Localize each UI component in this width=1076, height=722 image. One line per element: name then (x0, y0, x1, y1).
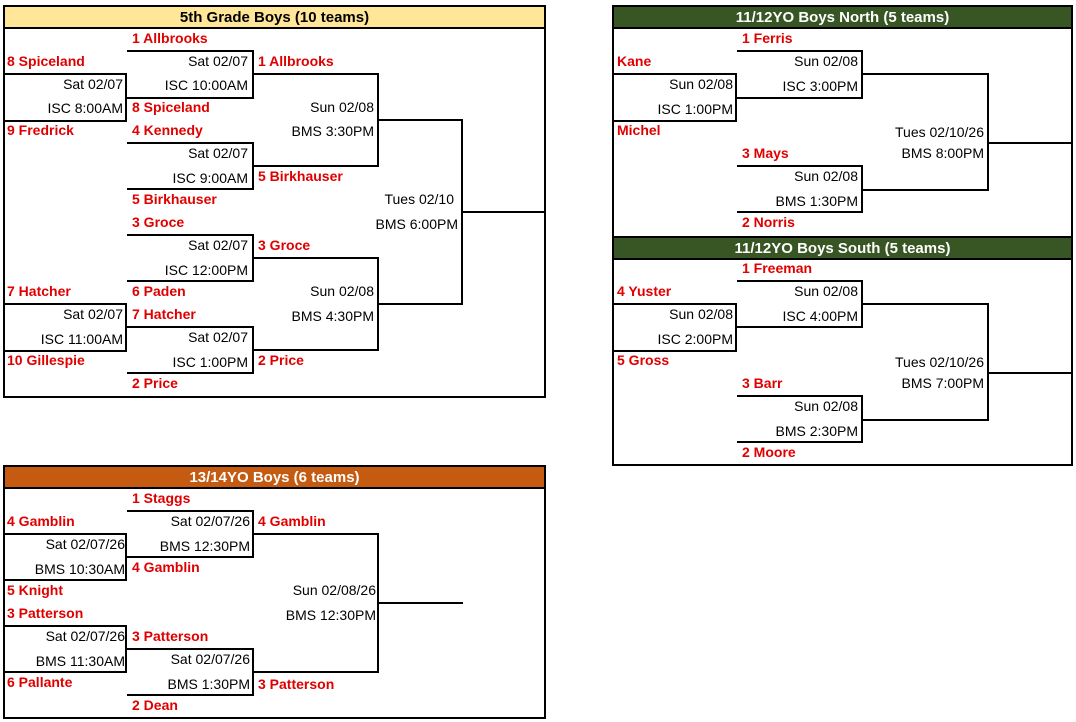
final-time: BMS 7:00PM (901, 375, 984, 391)
team-4-yuster: 4 Yuster (617, 283, 672, 299)
game-date: Sun 02/08 (794, 168, 858, 184)
game-time: BMS 1:30PM (167, 676, 250, 692)
final-time: BMS 6:00PM (375, 216, 458, 232)
winner-2-price: 2 Price (258, 352, 304, 368)
game-time: BMS 4:30PM (291, 308, 374, 324)
game-date: Sat 02/07 (63, 76, 123, 92)
team-6-paden: 6 Paden (132, 283, 186, 299)
game-time: ISC 11:00AM (40, 331, 123, 347)
game-time: BMS 11:30AM (35, 653, 125, 669)
game-time: BMS 10:30AM (34, 561, 125, 577)
final-time: BMS 12:30PM (285, 607, 376, 623)
team-4-gamblin: 4 Gamblin (7, 513, 75, 529)
game-time: ISC 3:00PM (782, 78, 858, 94)
bracket-13-14-boys: 13/14YO Boys (6 teams) (3, 465, 546, 719)
team-5-birkhauser: 5 Birkhauser (132, 191, 217, 207)
final-date: Tues 02/10/26 (895, 124, 984, 140)
bracket-title-north: 11/12YO Boys North (5 teams) (614, 7, 1071, 29)
winner-8-spiceland: 8 Spiceland (132, 99, 210, 115)
final-date: Tues 02/10/26 (895, 354, 984, 370)
game-date: Sat 02/07/26 (45, 536, 125, 552)
team-2-dean: 2 Dean (132, 697, 178, 713)
winner-3-groce: 3 Groce (258, 237, 311, 253)
game-time: ISC 1:00PM (657, 101, 733, 117)
game-date: Sun 02/08 (669, 76, 733, 92)
winner-1-allbrooks: 1 Allbrooks (258, 53, 334, 69)
game-time: ISC 12:00PM (164, 262, 248, 278)
game-time: ISC 10:00AM (164, 77, 248, 93)
game-date: Sat 02/07 (188, 329, 248, 345)
team-9-fredrick: 9 Fredrick (7, 122, 74, 138)
final-time: BMS 8:00PM (901, 145, 984, 161)
bracket-title: 13/14YO Boys (6 teams) (5, 467, 544, 489)
team-5-knight: 5 Knight (7, 582, 63, 598)
team-2-norris: 2 Norris (742, 214, 795, 230)
final-date: Sun 02/08/26 (292, 582, 376, 598)
team-kane: Kane (617, 53, 652, 69)
winner-7-hatcher: 7 Hatcher (132, 306, 196, 322)
winner-3-patterson: 3 Patterson (258, 676, 335, 692)
team-3-groce: 3 Groce (132, 214, 185, 230)
team-2-price: 2 Price (132, 375, 178, 391)
game-time: ISC 2:00PM (657, 331, 733, 347)
team-1-allbrooks: 1 Allbrooks (132, 30, 208, 46)
game-date: Sat 02/07/26 (170, 651, 250, 667)
bracket-title: 5th Grade Boys (10 teams) (5, 7, 544, 29)
game-date: Sun 02/08 (310, 99, 374, 115)
game-date: Sun 02/08 (310, 283, 374, 299)
game-time: BMS 3:30PM (291, 123, 374, 139)
game-date: Sun 02/08 (669, 306, 733, 322)
team-4-kennedy: 4 Kennedy (132, 122, 203, 138)
game-time: ISC 4:00PM (782, 308, 858, 324)
team-10-gillespie: 10 Gillespie (7, 352, 85, 368)
team-1-staggs: 1 Staggs (132, 490, 191, 506)
team-2-moore: 2 Moore (742, 444, 796, 460)
game-date: Sat 02/07 (188, 237, 248, 253)
team-3-patterson: 3 Patterson (7, 605, 84, 621)
game-time: ISC 9:00AM (172, 170, 248, 186)
team-michel: Michel (617, 122, 661, 138)
game-date: Sat 02/07/26 (45, 628, 125, 644)
game-time: BMS 2:30PM (775, 423, 858, 439)
winner-5-birkhauser: 5 Birkhauser (258, 168, 343, 184)
game-date: Sat 02/07 (188, 53, 248, 69)
team-7-hatcher: 7 Hatcher (7, 283, 71, 299)
game-time: BMS 12:30PM (159, 538, 250, 554)
winner-4-gamblin: 4 Gamblin (258, 513, 326, 529)
team-5-gross: 5 Gross (617, 352, 670, 368)
game-time: ISC 1:00PM (172, 354, 248, 370)
game-date: Sat 02/07 (63, 306, 123, 322)
game-date: Sun 02/08 (794, 398, 858, 414)
team-6-pallante: 6 Pallante (7, 674, 73, 690)
game-time: ISC 8:00AM (47, 100, 123, 116)
winner-4-gamblin: 4 Gamblin (132, 559, 200, 575)
bracket-title-south: 11/12YO Boys South (5 teams) (614, 236, 1071, 260)
game-date: Sun 02/08 (794, 53, 858, 69)
bracket-5th-grade-boys: 5th Grade Boys (10 teams) (3, 5, 546, 398)
team-1-freeman: 1 Freeman (742, 260, 813, 276)
game-date: Sat 02/07 (188, 145, 248, 161)
team-1-ferris: 1 Ferris (742, 30, 793, 46)
game-time: BMS 1:30PM (775, 193, 858, 209)
game-date: Sat 02/07/26 (170, 513, 250, 529)
final-date: Tues 02/10 (384, 191, 454, 207)
team-8-spiceland: 8 Spiceland (7, 53, 85, 69)
team-3-barr: 3 Barr (742, 375, 783, 391)
game-date: Sun 02/08 (794, 283, 858, 299)
bracket-11-12-boys: 11/12YO Boys North (5 teams) 11/12YO Boy… (612, 5, 1073, 466)
team-3-mays: 3 Mays (742, 145, 789, 161)
winner-3-patterson: 3 Patterson (132, 628, 209, 644)
